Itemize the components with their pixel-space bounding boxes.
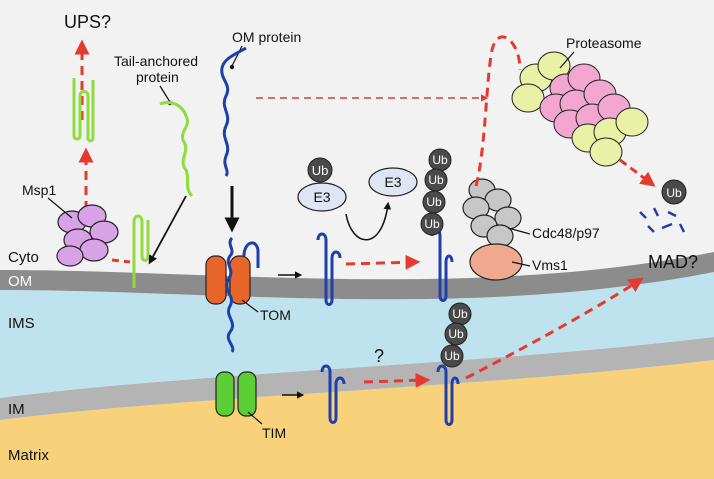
tom-label: TOM (260, 307, 291, 323)
matrix-label: Matrix (8, 447, 49, 464)
cdc48-pointer (507, 227, 531, 235)
e3-free-label: E3 (384, 174, 401, 190)
ub-om-1: Ub (432, 153, 448, 167)
ups-label: UPS? (64, 12, 111, 32)
inner-membrane (0, 337, 714, 420)
om-protein-pointer-dot (229, 64, 235, 70)
black-arrow-tail-anchored-to-om (148, 195, 187, 265)
mad-label: MAD? (648, 252, 698, 272)
msp1-complex (56, 204, 119, 267)
red-dashed-proteasome-out (619, 158, 656, 187)
black-curve-e3-release (345, 201, 392, 241)
released-ub (661, 179, 687, 205)
protein-tom-hairpin-top (242, 241, 260, 268)
vms1 (469, 243, 523, 281)
outer-membrane (0, 252, 714, 300)
im-hairpin-protein (320, 364, 346, 424)
e3-bound (297, 182, 347, 212)
tom-complex (205, 255, 251, 305)
ub-im-2: Ub (448, 327, 464, 341)
green-hairpin-protein-membrane (132, 214, 150, 288)
ub-om-3: Ub (426, 195, 442, 209)
ims-label: IMS (8, 315, 35, 332)
e3-bound-ub: Ub (307, 157, 333, 183)
ub-chain-om: Ub Ub Ub Ub (420, 148, 452, 236)
matrix-region (0, 360, 714, 479)
vms1-label: Vms1 (532, 257, 568, 273)
proteasome-label: Proteasome (566, 35, 642, 51)
proteasome-pointer (559, 51, 575, 69)
green-hairpin-protein-top (72, 78, 95, 143)
tail-anchored-pointer (159, 85, 171, 103)
im-label: IM (8, 401, 25, 418)
tail-anchored-protein (159, 101, 194, 198)
released-ub-label: Ub (666, 186, 682, 200)
cdc48-label: Cdc48/p97 (532, 225, 600, 241)
om-protein-unfolded (220, 46, 247, 177)
cyto-label: Cyto (8, 249, 39, 266)
ub-e3-label: Ub (312, 163, 329, 178)
compartments (0, 252, 714, 479)
ub-chain-im: Ub Ub Ub (440, 302, 472, 368)
protein-through-tom (225, 236, 235, 353)
red-dashed-arrow-im-to-ub (363, 372, 431, 388)
tim-complex (215, 371, 257, 417)
red-dashed-arrow-to-mad (465, 277, 644, 380)
om-hairpin-protein (316, 232, 342, 306)
om-label: OM (8, 273, 32, 290)
msp1-pointer (47, 197, 73, 219)
tim-pointer (247, 411, 263, 425)
tim-label: TIM (262, 425, 286, 441)
red-dashed-msp1-to-green (111, 258, 131, 264)
tail-anchored-label-line2: protein (136, 69, 179, 85)
ub-im-hairpin-protein (436, 364, 460, 426)
ub-im-3: Ub (444, 349, 460, 363)
red-dashed-arrow-om-to-ub (345, 254, 421, 270)
ub-im-1: Ub (452, 307, 468, 321)
vms1-pointer (511, 261, 531, 267)
cdc48-complex (462, 178, 522, 248)
tail-anchored-label-line1: Tail-anchored (114, 53, 198, 69)
ims-region (0, 272, 714, 398)
om-protein-pointer (231, 45, 243, 67)
red-dashed-cdc48-to-proteasome (474, 35, 522, 187)
ub-om-2: Ub (428, 173, 444, 187)
e3-bound-label: E3 (313, 189, 330, 205)
om-protein-label: OM protein (232, 29, 301, 45)
tom-pointer (241, 299, 259, 313)
ub-om-4: Ub (424, 217, 440, 231)
question-label: ? (374, 346, 384, 366)
e3-free (368, 167, 418, 197)
peptide-fragments (639, 207, 686, 233)
proteasome (511, 51, 649, 167)
msp1-label: Msp1 (22, 182, 56, 198)
